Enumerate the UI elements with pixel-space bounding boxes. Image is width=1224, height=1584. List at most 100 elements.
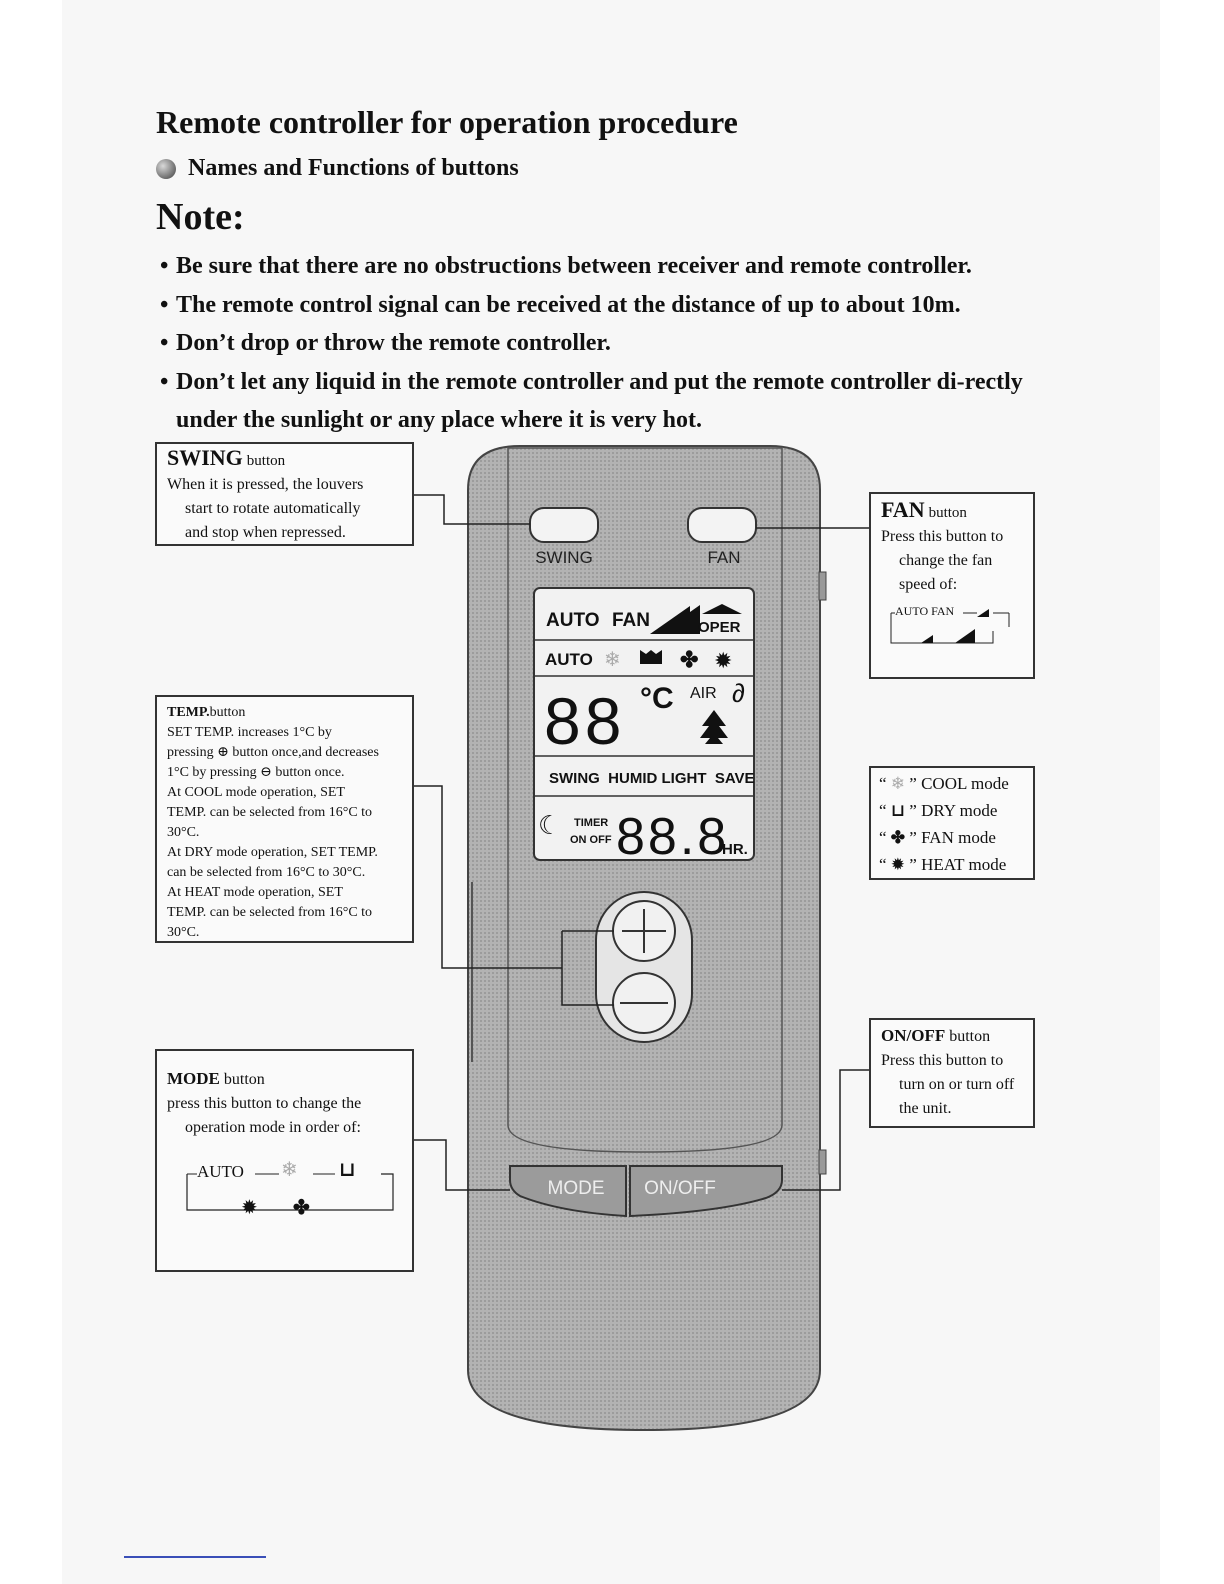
- onoff-callout-title: ON/OFF: [881, 1026, 946, 1045]
- onoff-callout-line: the unit.: [899, 1100, 952, 1117]
- temp-callout-suffix: button: [209, 705, 246, 720]
- fan-sequence-arrows: [890, 609, 1010, 644]
- legend-label: HEAT mode: [921, 855, 1007, 874]
- note-item: Be sure that there are no obstructions b…: [160, 247, 1060, 286]
- temp-callout-line: TEMP. can be selected from 16°C to: [167, 805, 373, 820]
- fan-low-icon: [977, 609, 989, 617]
- snowflake-icon: ❄: [890, 774, 906, 793]
- sun-icon: ✹: [890, 855, 906, 874]
- lcd-auto-mode: AUTO: [545, 650, 593, 669]
- temp-callout-line: At HEAT mode operation, SET: [167, 885, 343, 900]
- temp-callout-line: pressing ⊕ button once,and decreases: [167, 745, 379, 760]
- legend-label: COOL mode: [921, 774, 1009, 793]
- legend-row: “ ✹ ” HEAT mode: [879, 855, 1007, 874]
- swing-leader: [413, 494, 530, 525]
- lcd-timer-digits: 88.8: [616, 808, 729, 866]
- fan-label: FAN: [707, 548, 740, 567]
- fan-callout: FAN button Press this button to change t…: [869, 492, 1035, 679]
- temp-callout-line: At DRY mode operation, SET TEMP.: [167, 845, 378, 860]
- section-subtitle: Names and Functions of buttons: [156, 155, 519, 182]
- swing-callout-suffix: button: [246, 453, 286, 469]
- mode-callout-title: MODE: [167, 1069, 220, 1088]
- mode-sequence-arrows: [186, 1173, 394, 1211]
- onoff-callout-line: turn on or turn off: [899, 1076, 1015, 1093]
- bullet-ball-icon: [156, 158, 176, 179]
- temp-callout-line: At COOL mode operation, SET: [167, 785, 345, 800]
- legend-label: FAN mode: [921, 828, 996, 847]
- remote-panel: [507, 447, 783, 1153]
- note-item: Don’t let any liquid in the remote contr…: [160, 363, 1060, 440]
- lcd-temp-digits: 88: [544, 684, 625, 758]
- swing-button: [529, 507, 599, 543]
- fan-callout-line: change the fan: [899, 552, 993, 569]
- footer-rule: [124, 1556, 266, 1558]
- swing-label: SWING: [535, 548, 593, 567]
- onoff-button: [629, 1165, 783, 1218]
- fan-mid-icon: [921, 635, 933, 643]
- temp-callout-line: SET TEMP. increases 1°C by: [167, 725, 332, 740]
- fan-speed-sequence: AUTO FAN: [881, 603, 1023, 663]
- temp-callout-line: TEMP. can be selected from 16°C to: [167, 905, 373, 920]
- fan-icon: ✤: [680, 647, 698, 672]
- legend-row: “ ✤ ” FAN mode: [879, 828, 996, 847]
- swing-callout-line: When it is pressed, the louvers: [167, 476, 364, 493]
- fan-callout-line: speed of:: [899, 576, 958, 593]
- mode-callout-line: operation mode in order of:: [185, 1119, 361, 1136]
- note-item: Don’t drop or throw the remote controlle…: [160, 324, 1060, 363]
- sun-icon: ✹: [241, 1197, 258, 1219]
- temp-callout-line: 30°C.: [167, 925, 200, 940]
- fan-callout-title: FAN: [881, 497, 925, 522]
- swing-callout-line: start to rotate automatically: [185, 500, 361, 517]
- temp-callout-title: TEMP.: [167, 705, 210, 720]
- mode-seq-auto: AUTO: [197, 1160, 244, 1184]
- dry-icon: ⊔: [890, 801, 906, 820]
- modes-legend: “ ❄ ” COOL mode “ ⊔ ” DRY mode “ ✤ ” FAN…: [869, 766, 1035, 880]
- sun-icon: ✹: [714, 648, 732, 673]
- temp-callout-line: 30°C.: [167, 825, 200, 840]
- note-item: The remote control signal can be receive…: [160, 286, 1060, 325]
- fan-icon: ✤: [293, 1197, 310, 1219]
- lcd-auto: AUTO: [546, 610, 599, 631]
- mode-callout-line: press this button to change the: [167, 1095, 362, 1112]
- note-item-text: Don’t let any liquid in the remote contr…: [176, 368, 1023, 434]
- lcd-timer: TIMER: [574, 817, 608, 829]
- note-title: Note:: [156, 196, 245, 238]
- dry-icon: [640, 650, 662, 664]
- mode-label: MODE: [548, 1178, 605, 1199]
- lcd-row4: SWING HUMID LIGHT SAVE: [549, 770, 755, 787]
- page-title: Remote controller for operation procedur…: [156, 104, 738, 140]
- subtitle-text: Names and Functions of buttons: [188, 155, 519, 181]
- lcd-temp-unit: °C: [640, 682, 674, 715]
- legend-row: “ ⊔ ” DRY mode: [879, 801, 998, 820]
- temp-leader: [413, 785, 562, 969]
- mode-leader: [413, 1139, 510, 1191]
- lcd-hr: HR.: [722, 841, 748, 858]
- moon-icon: ☾: [538, 811, 561, 840]
- fan-speed-bars-icon: [650, 606, 690, 634]
- temp-callout-line: 1°C by pressing ⊖ button once.: [167, 765, 345, 780]
- note-list: Be sure that there are no obstructions b…: [160, 247, 1060, 440]
- mode-callout-suffix: button: [223, 1071, 265, 1088]
- onoff-callout: ON/OFF button Press this button to turn …: [869, 1018, 1035, 1128]
- svg-text:∂: ∂: [732, 678, 745, 708]
- swing-callout-title: SWING: [167, 445, 243, 470]
- legend-label: DRY mode: [921, 801, 998, 820]
- onoff-callout-suffix: button: [949, 1028, 991, 1045]
- lcd-fan: FAN: [612, 610, 650, 631]
- temp-callout-line: can be selected from 16°C to 30°C.: [167, 865, 366, 880]
- swing-callout: SWING button When it is pressed, the lou…: [155, 442, 414, 546]
- swing-callout-line: and stop when repressed.: [185, 524, 346, 541]
- temp-callout: TEMP.button SET TEMP. increases 1°C by p…: [155, 695, 414, 943]
- mode-callout: MODE button press this button to change …: [155, 1049, 414, 1272]
- legend-row: “ ❄ ” COOL mode: [879, 774, 1009, 793]
- onoff-callout-line: Press this button to: [881, 1052, 1004, 1069]
- mode-sequence: AUTO ❄ ⊔ ✹ ✤: [167, 1158, 402, 1238]
- dry-icon: ⊔: [339, 1159, 356, 1181]
- lcd-screen: [533, 587, 755, 861]
- tree-icon: [700, 710, 728, 744]
- snowflake-icon: ❄: [281, 1159, 298, 1181]
- snowflake-icon: ❄: [604, 649, 621, 671]
- fan-high-icon: [955, 629, 975, 643]
- lcd-onoff: ON OFF: [570, 834, 612, 846]
